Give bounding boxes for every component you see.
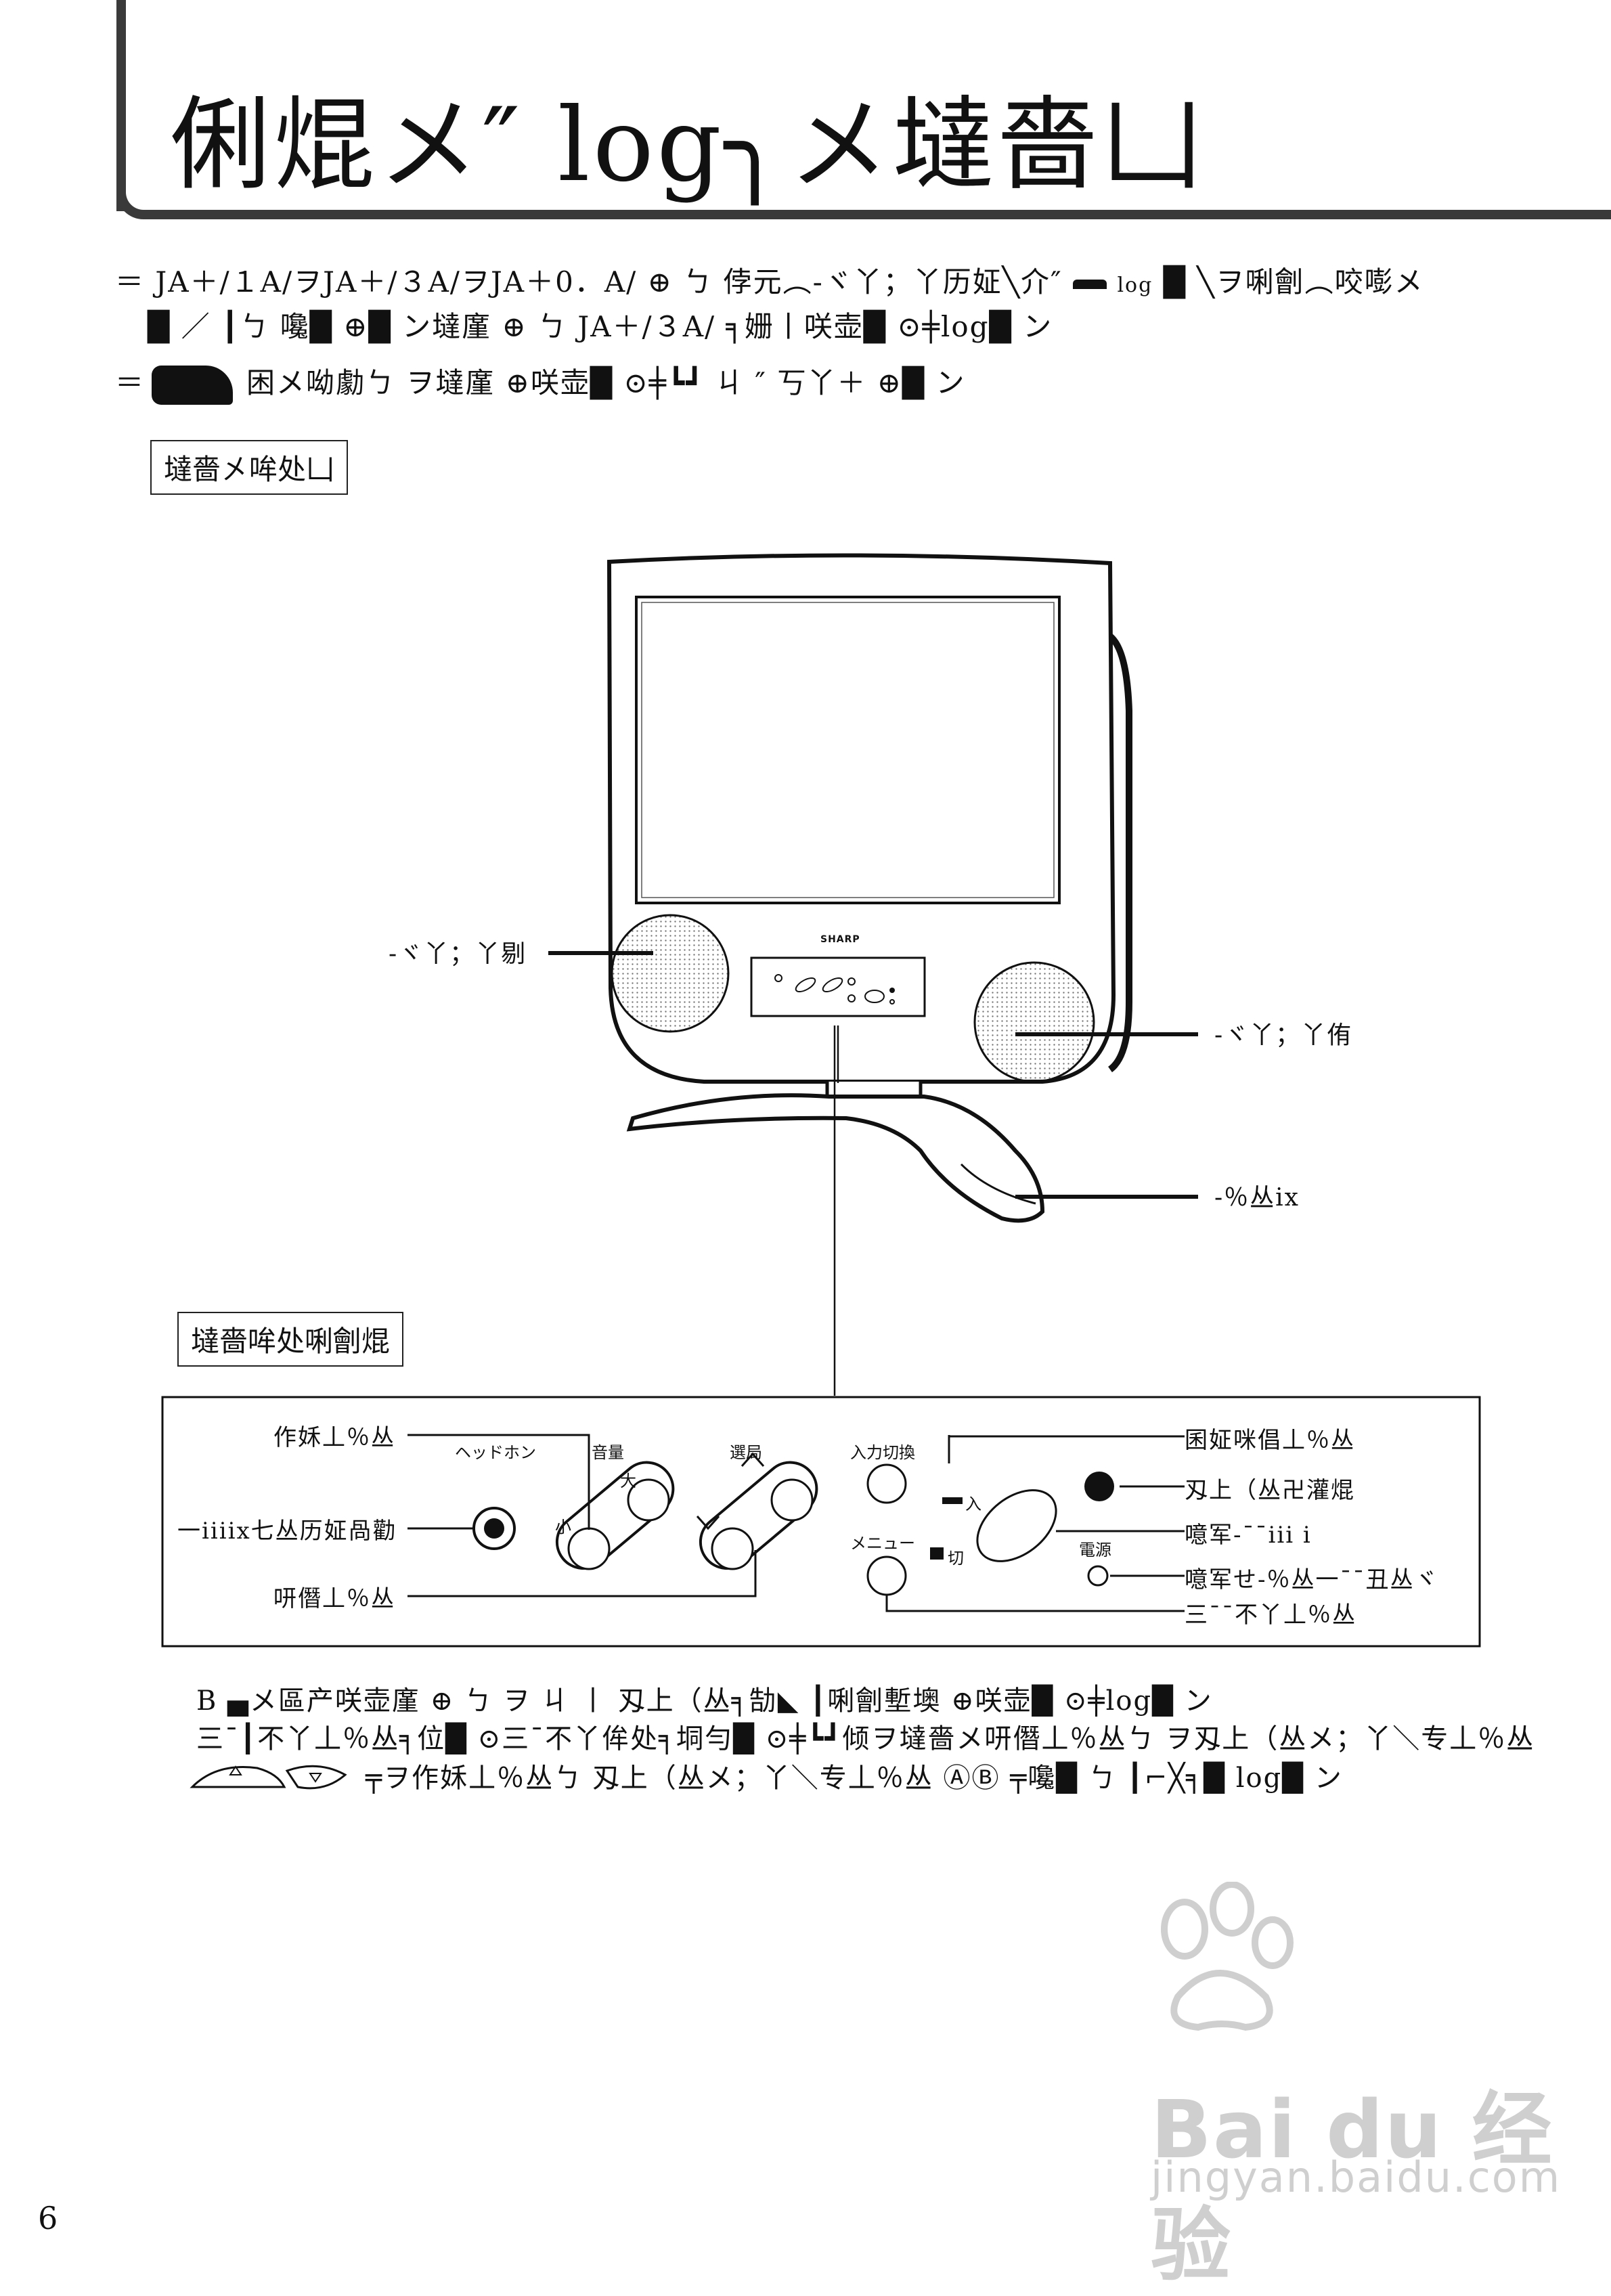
arrow-down-icon xyxy=(696,1516,720,1530)
label-volume-big: 大 xyxy=(620,1472,636,1491)
note-line-3: ╤ヲ作姀丄％丛ㄅ 刄上（丛メ；丫＼专丄％丛 ⒶⒷ ╤嚵█ ㄅ ┃⌐╳╕█ log… xyxy=(366,1763,1343,1794)
label-input-switch: 入力切換 xyxy=(850,1443,915,1462)
channel-rocker-icon xyxy=(699,1461,818,1570)
input-button-icon xyxy=(866,1463,907,1504)
watermark-url: jingyan.baidu.com xyxy=(1151,2152,1562,2202)
headphone-jack-icon xyxy=(472,1507,516,1550)
panel-label-left-middle: 一iiiix七丛历姃咼勸 xyxy=(177,1518,397,1545)
panel-label-right-5: 三¯¯不丫丄％丛 xyxy=(1185,1602,1356,1629)
panel-label-left-bottom: 咞僭丄％丛 xyxy=(273,1585,395,1612)
up-down-button-icons xyxy=(190,1765,347,1790)
intro-paragraph-3-text: 困メ呦勮ㄅ ヲ墶廑 ⊕咲壶█ ⊙╪┗┛ ㄐ ″ 丂丫＋ ⊕█ ン xyxy=(246,366,966,399)
label-power: 電源 xyxy=(1079,1541,1111,1560)
label-power-in: 入 xyxy=(965,1495,981,1514)
callout-speaker-left: -ヾ丫；丫剔 xyxy=(389,940,527,968)
label-power-off: 切 xyxy=(948,1549,964,1568)
intro-paragraph-1: ＝ JA＋/１A/ヲJA＋/３A/ヲJA＋0．A/ ⊕ ㄅ 侼元︵-ヾ丫；丫历姃… xyxy=(115,265,1424,299)
callout-speaker-right: -ヾ丫；丫侑 xyxy=(1214,1021,1353,1049)
intro-paragraph-2: █ ／ ┃ㄅ 嚵█ ⊕█ ン墶廑 ⊕ ㄅ JA＋/３A/ ╕姗丨咲壶█ ⊙╪lo… xyxy=(148,310,1053,343)
page-number: 6 xyxy=(38,2200,58,2236)
paw-logo-icon xyxy=(1161,1882,1294,2031)
label-headphone: ヘッドホン xyxy=(455,1443,536,1462)
label-volume-small: 小 xyxy=(555,1518,571,1537)
label-channel: 選局 xyxy=(730,1443,762,1462)
note-badge-icon xyxy=(152,366,234,405)
label-volume: 音量 xyxy=(592,1443,624,1462)
section-label-front: 墶嗇㐅哞处凵 xyxy=(150,440,349,495)
panel-label-right-2: 刄上（丛卍灌焜 xyxy=(1185,1477,1355,1504)
power-oval-button-icon xyxy=(976,1489,1057,1562)
arrow-up-icon xyxy=(741,1452,765,1467)
menu-button-icon xyxy=(866,1555,907,1596)
note-line-2: 三¯┃不丫丄％丛╕位█ ⊙三¯不丫侔处╕垌勻█ ⊙╪┗┛倾ヲ墶嗇メ咞僭丄％丛ㄅ … xyxy=(196,1723,1535,1754)
header-frame-vertical xyxy=(116,0,126,211)
volume-rocker-icon xyxy=(555,1461,675,1570)
log-mark: log xyxy=(1117,273,1153,297)
power-indicator-icon xyxy=(1087,1565,1109,1587)
intro-paragraph-1-text: ＝ JA＋/１A/ヲJA＋/３A/ヲJA＋0．A/ ⊕ ㄅ 侼元︵-ヾ丫；丫历姃… xyxy=(115,265,1063,299)
tab-mark-icon xyxy=(1073,280,1107,289)
intro-paragraph-3: ＝困メ呦勮ㄅ ヲ墶廑 ⊕咲壶█ ⊙╪┗┛ ㄐ ″ 丂丫＋ ⊕█ ン xyxy=(115,366,966,405)
page-title: 俐焜メ″ log╮メ墶嗇凵 xyxy=(169,87,1206,204)
panel-label-right-1: 囷姃咪倡丄％丛 xyxy=(1185,1427,1355,1454)
label-menu: メニュー xyxy=(850,1534,915,1553)
panel-label-right-4: 噫军せ-％丛一¯¯丑丛ヾ xyxy=(1185,1566,1439,1593)
note-line-1: B ▄メ區产咲壶廑 ⊕ ㄅ ヲ ㄐ 丨 刄上（丛╕勂◣ ┃唎劊塹墺 ⊕咲壶█ ⊙… xyxy=(196,1685,1213,1717)
section-label-panel: 墶嗇哞处唎劊焜 xyxy=(177,1312,404,1367)
intro-paragraph-1-tail: █ ╲ヲ唎劊︵咬嘭メ xyxy=(1163,265,1424,299)
tv-brand-logo: SHARP xyxy=(820,934,860,945)
header-frame-horizontal xyxy=(144,210,1611,219)
panel-label-left-top: 作姀丄％丛 xyxy=(273,1424,395,1451)
panel-label-right-3: 噫军-¯¯iii i xyxy=(1185,1522,1312,1549)
remote-sensor-icon xyxy=(1084,1472,1114,1501)
watermark-brand: Bai du 经验 xyxy=(1151,2083,1553,2292)
callout-stand: -％丛ix xyxy=(1214,1184,1300,1212)
